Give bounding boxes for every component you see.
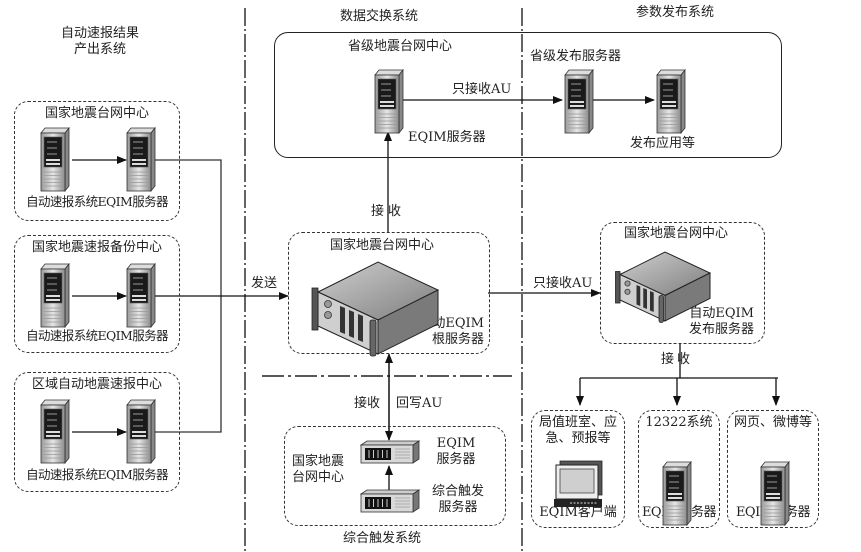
provincial-link-label: 只接收AU (452, 82, 512, 97)
publish-app-label: 发布应用等 (630, 136, 696, 151)
publish-link-label: 只接收AU (533, 276, 593, 291)
consumer-caption: EQIM服务器 (641, 505, 717, 520)
provincial-server-label: EQIM服务器 (408, 130, 486, 145)
consumer-box-12322: 12322系统 EQIM服务器 (638, 410, 720, 528)
trigger-box (284, 426, 506, 526)
group-national-center: 国家地震台网中心 自动速报系统EQIM服务器 (14, 101, 180, 221)
consumer-caption: EQIM服务器 (735, 505, 811, 520)
left-section-title-line2: 产出系统 (73, 42, 126, 57)
publish-section-title: 参数发布系统 (636, 5, 715, 20)
group-caption: 自动速报系统EQIM服务器 (26, 467, 168, 482)
trigger-writeback-label: 回写AU (396, 396, 443, 411)
group-caption: 自动速报系统EQIM服务器 (26, 194, 168, 209)
provincial-box (274, 32, 782, 158)
group-regional-center: 区域自动地震速报中心 自动速报系统EQIM服务器 (14, 372, 180, 492)
root-server-label-line2: 根服务器 (431, 332, 484, 347)
root-server-label: 自动EQIM 根服务器 (400, 316, 484, 348)
provincial-title: 省级地震台网中心 (348, 39, 453, 54)
publish-receive-label: 接收 (661, 352, 694, 367)
group-title: 国家地震台网中心 (44, 106, 149, 121)
publish-server-label-line2: 发布服务器 (688, 322, 754, 337)
trigger-section-title: 综合触发系统 (343, 531, 422, 546)
trigger-server-line1: 综合触发 (431, 484, 484, 499)
root-server-label-line1: 自动EQIM (419, 316, 484, 331)
publish-center-box (600, 222, 765, 344)
exchange-section-title: 数据交换系统 (340, 9, 419, 24)
publish-center-title: 国家地震台网中心 (624, 226, 729, 241)
trigger-eqim-line1: EQIM (436, 436, 476, 451)
left-section-title-line1: 自动速报结果 (60, 26, 139, 41)
consumer-title: 局值班室、应 急、预报等 (532, 415, 624, 447)
consumer-title-line2: 急、预报等 (545, 431, 611, 446)
group-backup-center: 国家地震速报备份中心 自动速报系统EQIM服务器 (14, 235, 180, 353)
trigger-org-line2: 台网中心 (292, 470, 345, 485)
trigger-eqim-line2: 服务器 (436, 452, 476, 467)
receive-up-label: 接收 (371, 204, 406, 219)
consumer-box-duty-room: 局值班室、应 急、预报等 EQIM客户端 (531, 410, 625, 528)
provincial-publish-server-label: 省级发布服务器 (530, 49, 622, 64)
trigger-org-line1: 国家地震 (292, 454, 345, 469)
trigger-org-label: 国家地震 台网中心 (292, 454, 344, 486)
publish-server-label-line1: 自动EQIM (689, 306, 754, 321)
consumer-box-web: 网页、微博等 EQIM服务器 (727, 410, 819, 528)
trigger-server-label: 综合触发 服务器 (424, 484, 492, 516)
group-title: 区域自动地震速报中心 (31, 377, 162, 392)
root-title: 国家地震台网中心 (330, 238, 435, 253)
trigger-server-line2: 服务器 (438, 500, 478, 515)
left-section-title: 自动速报结果 产出系统 (40, 26, 160, 58)
consumer-title-line1: 局值班室、应 (538, 415, 617, 430)
group-title: 国家地震速报备份中心 (31, 240, 162, 255)
consumer-title: 网页、微博等 (733, 415, 812, 430)
trigger-eqim-label: EQIM 服务器 (426, 436, 486, 468)
trigger-receive-label: 接收 (354, 396, 381, 411)
consumer-caption: EQIM客户端 (539, 505, 617, 520)
publish-server-label: 自动EQIM 发布服务器 (660, 306, 754, 338)
send-label: 发送 (251, 276, 278, 291)
consumer-title: 12322系统 (645, 415, 713, 430)
group-caption: 自动速报系统EQIM服务器 (26, 328, 168, 343)
